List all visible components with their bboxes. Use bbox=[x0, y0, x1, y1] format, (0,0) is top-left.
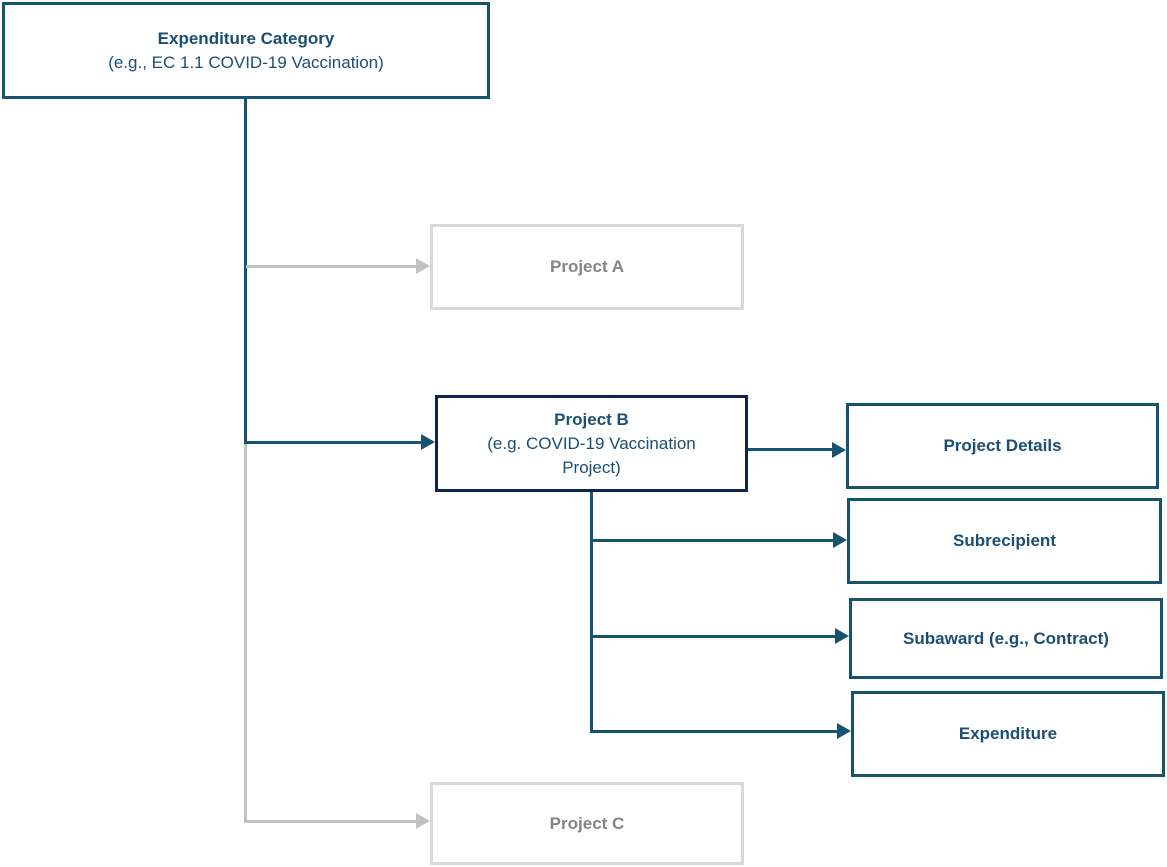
connector-to-project-details bbox=[748, 448, 832, 451]
arrowhead-to-subaward-icon bbox=[835, 628, 849, 644]
arrowhead-to-subrecipient-icon bbox=[833, 532, 847, 548]
connector-to-expenditure bbox=[590, 730, 837, 733]
node-subaward: Subaward (e.g., Contract) bbox=[849, 598, 1163, 679]
project-b-subtitle-line2: Project) bbox=[562, 457, 621, 477]
arrowhead-to-project-c-icon bbox=[416, 813, 430, 829]
connector-to-project-c bbox=[244, 820, 416, 823]
connector-to-subaward bbox=[590, 635, 835, 638]
connector-trunk-gray bbox=[244, 444, 247, 823]
connector-to-project-a bbox=[246, 265, 416, 268]
connector-trunk-teal bbox=[244, 96, 247, 444]
expenditure-title: Expenditure bbox=[958, 724, 1058, 743]
subrecipient-title: Subrecipient bbox=[953, 531, 1056, 550]
expenditure-category-title: Expenditure Category bbox=[157, 28, 335, 48]
arrowhead-to-expenditure-icon bbox=[837, 723, 851, 739]
project-details-title: Project Details bbox=[943, 436, 1062, 455]
connector-project-b-trunk bbox=[590, 492, 593, 733]
arrowhead-to-project-a-icon bbox=[416, 258, 430, 274]
connector-to-project-b bbox=[244, 441, 421, 444]
arrowhead-to-project-details-icon bbox=[832, 442, 846, 458]
project-b-subtitle-line1: (e.g. COVID-19 Vaccination bbox=[487, 433, 696, 453]
node-project-a: Project A bbox=[430, 224, 744, 310]
project-a-title: Project A bbox=[549, 257, 624, 276]
node-expenditure: Expenditure bbox=[851, 691, 1165, 777]
project-c-title: Project C bbox=[549, 813, 625, 833]
expenditure-category-subtitle: (e.g., EC 1.1 COVID-19 Vaccination) bbox=[108, 52, 384, 72]
node-subrecipient: Subrecipient bbox=[847, 498, 1162, 584]
node-project-b: Project B (e.g. COVID-19 Vaccination Pro… bbox=[435, 395, 748, 492]
connector-to-subrecipient bbox=[590, 539, 833, 542]
node-expenditure-category: Expenditure Category (e.g., EC 1.1 COVID… bbox=[2, 2, 490, 99]
project-b-title: Project B bbox=[554, 409, 629, 429]
node-project-details: Project Details bbox=[846, 403, 1159, 489]
subaward-title: Subaward (e.g., Contract) bbox=[903, 628, 1109, 648]
node-project-c: Project C bbox=[430, 782, 744, 865]
arrowhead-to-project-b-icon bbox=[421, 434, 435, 450]
